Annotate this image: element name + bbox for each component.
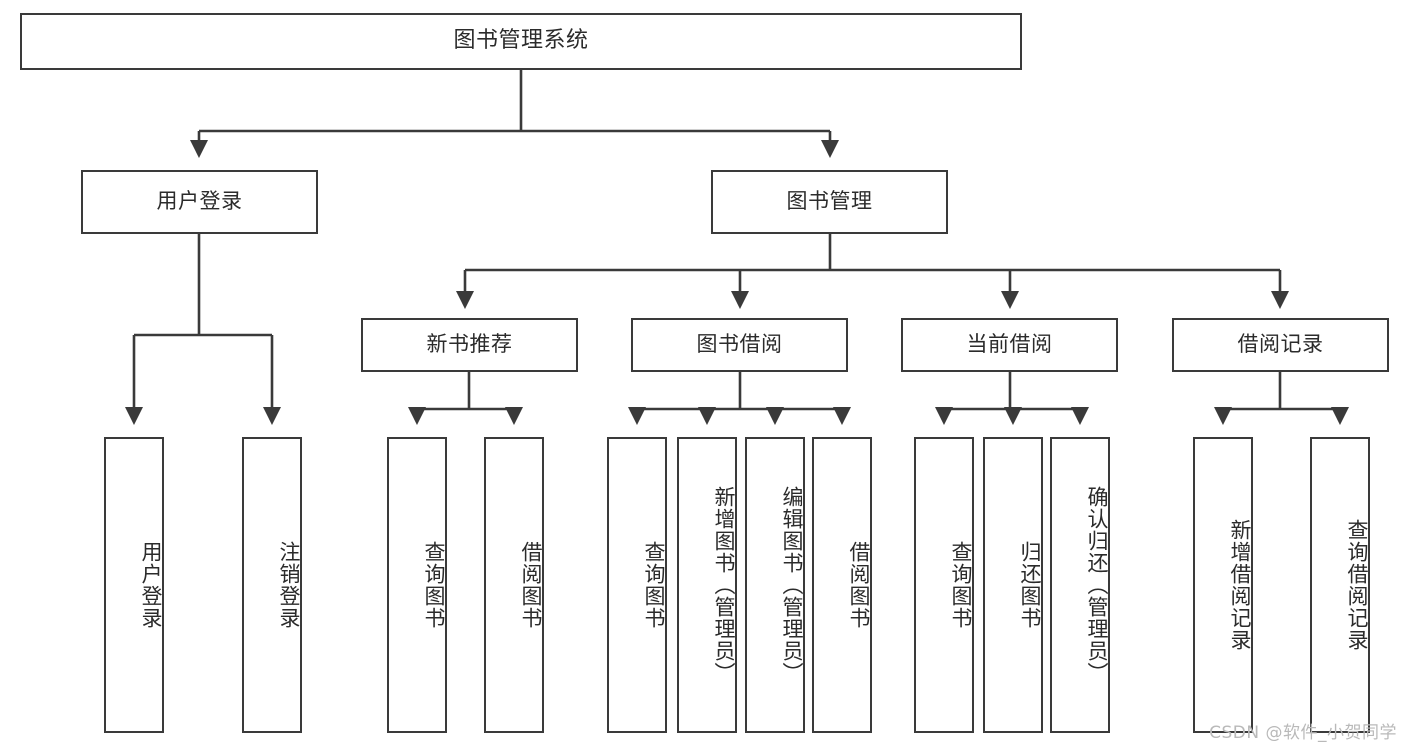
leaf-user-login-signin[interactable]: 用户登录 bbox=[104, 437, 164, 733]
leaf-borrow-record-add[interactable]: 新增借阅记录 bbox=[1193, 437, 1253, 733]
node-book-borrow[interactable]: 图书借阅 bbox=[631, 318, 848, 372]
node-current-borrow-label: 当前借阅 bbox=[966, 332, 1053, 357]
leaf-label: 归还图书 bbox=[1018, 541, 1042, 629]
watermark: CSDN @软件_小贺同学 bbox=[1209, 723, 1397, 743]
node-borrow-record-label: 借阅记录 bbox=[1237, 332, 1324, 357]
leaf-label: 查询图书 bbox=[642, 541, 666, 629]
leaf-book-borrow-add[interactable]: 新增图书（管理员） bbox=[677, 437, 737, 733]
node-book-borrow-label: 图书借阅 bbox=[696, 332, 783, 357]
leaf-label: 借阅图书 bbox=[519, 541, 543, 629]
leaf-current-borrow-confirm[interactable]: 确认归还（管理员） bbox=[1050, 437, 1110, 733]
leaf-label: 查询借阅记录 bbox=[1345, 519, 1369, 651]
leaf-label: 查询图书 bbox=[422, 541, 446, 629]
leaf-label: 新增图书（管理员） bbox=[712, 486, 736, 684]
node-current-borrow[interactable]: 当前借阅 bbox=[901, 318, 1118, 372]
node-book-management-label: 图书管理 bbox=[786, 189, 873, 214]
leaf-current-borrow-query[interactable]: 查询图书 bbox=[914, 437, 974, 733]
leaf-label: 用户登录 bbox=[139, 541, 163, 629]
node-new-book-recommend[interactable]: 新书推荐 bbox=[361, 318, 578, 372]
node-user-login[interactable]: 用户登录 bbox=[81, 170, 318, 234]
leaf-book-borrow-query[interactable]: 查询图书 bbox=[607, 437, 667, 733]
node-book-management[interactable]: 图书管理 bbox=[711, 170, 948, 234]
leaf-borrow-record-query[interactable]: 查询借阅记录 bbox=[1310, 437, 1370, 733]
leaf-new-book-query[interactable]: 查询图书 bbox=[387, 437, 447, 733]
leaf-label: 新增借阅记录 bbox=[1228, 519, 1252, 651]
node-root-label: 图书管理系统 bbox=[453, 28, 589, 54]
leaf-current-borrow-return[interactable]: 归还图书 bbox=[983, 437, 1043, 733]
leaf-book-borrow-edit[interactable]: 编辑图书（管理员） bbox=[745, 437, 805, 733]
leaf-label: 注销登录 bbox=[277, 541, 301, 629]
leaf-new-book-borrow[interactable]: 借阅图书 bbox=[484, 437, 544, 733]
leaf-label: 编辑图书（管理员） bbox=[780, 486, 804, 684]
leaf-book-borrow-lend[interactable]: 借阅图书 bbox=[812, 437, 872, 733]
node-borrow-record[interactable]: 借阅记录 bbox=[1172, 318, 1389, 372]
leaf-user-login-logout[interactable]: 注销登录 bbox=[242, 437, 302, 733]
leaf-label: 确认归还（管理员） bbox=[1085, 486, 1109, 684]
node-user-login-label: 用户登录 bbox=[156, 189, 243, 214]
leaf-label: 查询图书 bbox=[949, 541, 973, 629]
node-new-book-recommend-label: 新书推荐 bbox=[426, 332, 513, 357]
leaf-label: 借阅图书 bbox=[847, 541, 871, 629]
node-root[interactable]: 图书管理系统 bbox=[20, 13, 1022, 70]
